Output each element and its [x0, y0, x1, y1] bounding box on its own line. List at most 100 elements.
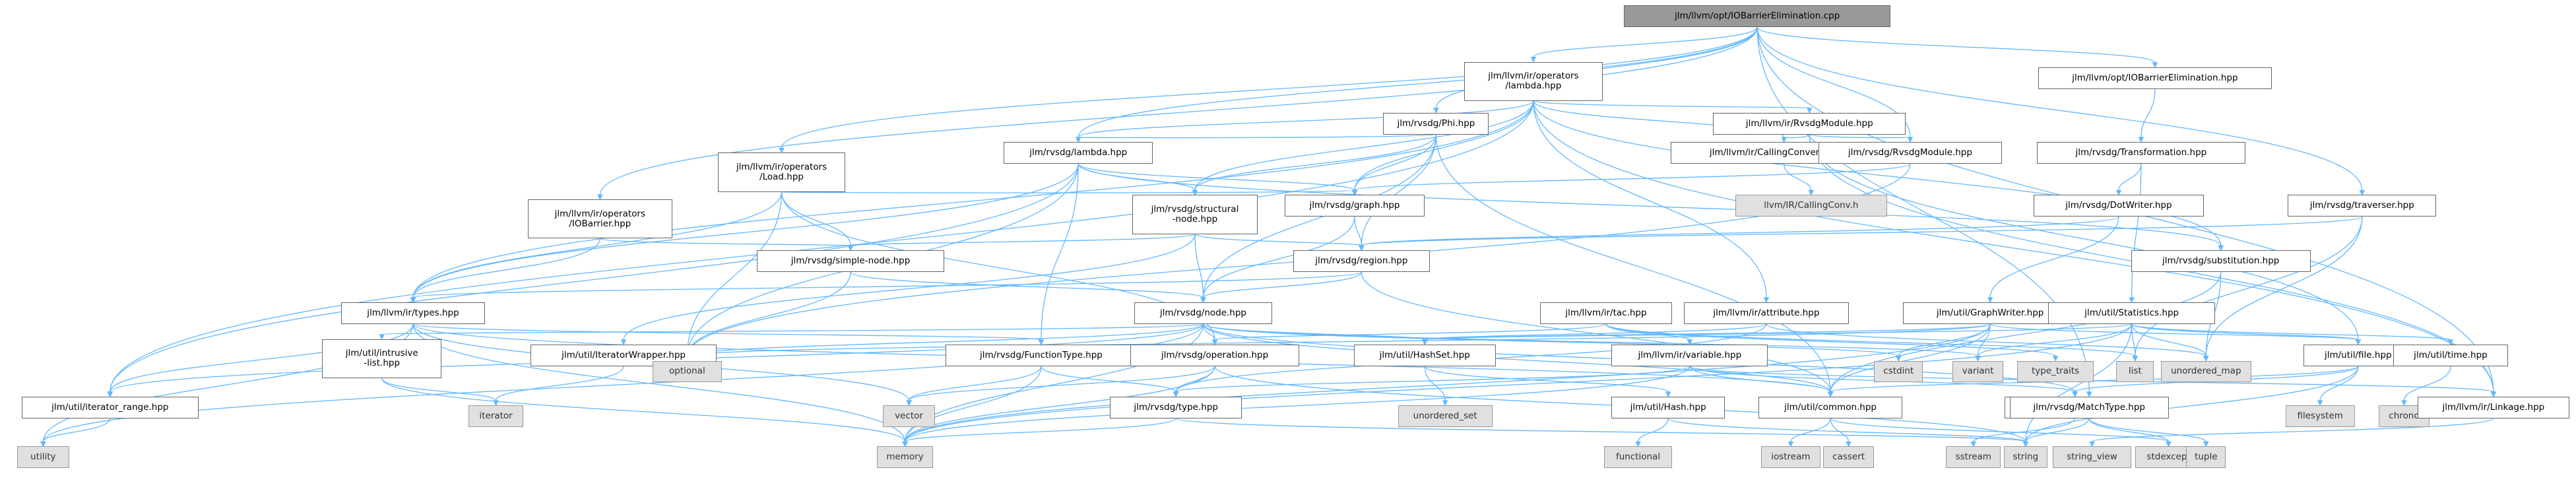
node-operation[interactable]: jlm/rvsdg/operation.hpp [1130, 344, 1300, 366]
node-hashset[interactable]: jlm/util/HashSet.hpp [1353, 344, 1496, 366]
edge-arrowhead [2218, 245, 2224, 251]
node-label: string_view [2067, 451, 2117, 463]
edge-linkage-to-string_view [2091, 417, 2494, 442]
edge-node-to-variant [1202, 323, 1979, 357]
node-simplenode[interactable]: jlm/rvsdg/simple-node.hpp [757, 250, 944, 272]
edge-structural-to-node [1194, 234, 1204, 298]
node-substitution[interactable]: jlm/rvsdg/substitution.hpp [2131, 250, 2311, 272]
edge-functiontype-to-vector [908, 366, 1042, 401]
node-iobe-hpp[interactable]: jlm/llvm/opt/IOBarrierElimination.hpp [2038, 67, 2272, 89]
edge-arrowhead [1907, 137, 1914, 143]
node-iostream: iostream [1761, 446, 1820, 469]
node-attribute[interactable]: jlm/llvm/ir/attribute.hpp [1684, 302, 1849, 324]
edge-arrowhead [2203, 356, 2209, 362]
edge-graphwriter-to-variant [1978, 323, 1991, 356]
node-region[interactable]: jlm/rvsdg/region.hpp [1293, 250, 1430, 272]
node-label: jlm/llvm/ir/operators [1488, 71, 1579, 82]
node-label: jlm/util/iterator_range.hpp [51, 401, 169, 413]
edge-region-to-types [412, 271, 1363, 298]
node-string-view: string_view [2053, 446, 2131, 469]
node-label: variant [1962, 366, 1994, 377]
node-phi[interactable]: jlm/rvsdg/Phi.hpp [1383, 112, 1489, 135]
edge-graphwriter-to-optional [686, 323, 1991, 357]
node-node[interactable]: jlm/rvsdg/node.hpp [1134, 302, 1272, 324]
node-graph[interactable]: jlm/rvsdg/graph.hpp [1284, 195, 1425, 217]
edge-arrowhead [1787, 441, 1794, 448]
node-label: jlm/rvsdg/simple-node.hpp [790, 255, 911, 267]
node-linkage[interactable]: jlm/llvm/ir/Linkage.hpp [2418, 396, 2569, 418]
node-structural[interactable]: jlm/rvsdg/structural-node.hpp [1132, 195, 1258, 234]
node-traverser[interactable]: jlm/rvsdg/traverser.hpp [2288, 195, 2437, 217]
edge-callconv-to-llvm_callconv_h [1783, 163, 1812, 191]
edge-dotwriter-to-graphwriter [1989, 217, 2119, 298]
node-dotwriter[interactable]: jlm/rvsdg/DotWriter.hpp [2033, 195, 2204, 217]
edge-arrowhead [2359, 189, 2366, 196]
node-hash[interactable]: jlm/util/Hash.hpp [1611, 396, 1725, 418]
node-root[interactable]: jlm/llvm/opt/IOBarrierElimination.cpp [1624, 5, 1891, 28]
node-label: /Load.hpp [759, 171, 804, 182]
node-variable[interactable]: jlm/llvm/ir/variable.hpp [1611, 344, 1768, 366]
edge-root-to-lambda_op [1533, 26, 1758, 58]
node-types[interactable]: jlm/llvm/ir/types.hpp [340, 302, 486, 324]
node-graphwriter[interactable]: jlm/util/GraphWriter.hpp [1903, 302, 2078, 324]
node-time[interactable]: jlm/util/time.hpp [2393, 344, 2508, 366]
edge-transformation-to-dotwriter [2118, 163, 2142, 191]
node-label: optional [668, 366, 705, 377]
edge-type-to-string [1175, 417, 2026, 442]
node-lambda-rvsdg[interactable]: jlm/rvsdg/lambda.hpp [1004, 142, 1153, 164]
edge-lambda_op-to-linkage [1533, 100, 2494, 392]
node-intrusive[interactable]: jlm/util/intrusive-list.hpp [322, 339, 441, 378]
edge-intrusive-to-iterator [381, 378, 497, 401]
node-tac[interactable]: jlm/llvm/ir/tac.hpp [1539, 302, 1673, 324]
edge-traverser-to-list [2135, 217, 2363, 356]
edge-hashset-to-hash [1424, 366, 1669, 393]
node-sstream: sstream [1946, 446, 2001, 469]
node-matchtype[interactable]: jlm/rvsdg/MatchType.hpp [2009, 396, 2169, 418]
node-rvsdgmodule-llvm[interactable]: jlm/llvm/ir/RvsdgModule.hpp [1713, 112, 1906, 135]
node-string: string [2004, 446, 2047, 469]
edge-arrowhead [2355, 339, 2362, 346]
edge-rvsdgmodule_llvm-to-rvsdgmodule [1809, 133, 1911, 139]
edge-phi-to-lambda_rvsdg [1078, 133, 1437, 139]
edge-types-to-functiontype [412, 323, 1042, 341]
edge-arrowhead [1359, 245, 1365, 251]
edge-arrowhead [1433, 108, 1439, 114]
node-rvsdgmodule[interactable]: jlm/rvsdg/RvsdgModule.hpp [1819, 142, 2002, 164]
edge-traverser-to-region [1361, 216, 2363, 246]
node-label: jlm/rvsdg/DotWriter.hpp [2065, 200, 2172, 211]
edge-statistics-to-time [2131, 323, 2451, 341]
edge-graphwriter-to-common [1830, 323, 1991, 392]
node-type[interactable]: jlm/rvsdg/type.hpp [1109, 396, 1242, 418]
edge-arrowhead [1075, 137, 1081, 143]
edge-arrowhead [2138, 137, 2144, 143]
edge-variable-to-memory [904, 366, 1690, 442]
node-statistics[interactable]: jlm/util/Statistics.hpp [2048, 302, 2216, 324]
node-functiontype[interactable]: jlm/rvsdg/FunctionType.hpp [945, 344, 1138, 366]
edge-node-to-intrusive [381, 323, 1204, 335]
node-iobarrier[interactable]: jlm/llvm/ir/operators/IOBarrier.hpp [527, 199, 672, 239]
edge-arrowhead [1442, 400, 1448, 406]
node-transformation[interactable]: jlm/rvsdg/Transformation.hpp [2037, 142, 2245, 164]
node-iterator-range[interactable]: jlm/util/iterator_range.hpp [21, 396, 199, 418]
node-iterator: iterator [468, 405, 523, 427]
edge-arrowhead [1781, 137, 1787, 143]
edge-rvsdgmodule-to-graph [1354, 163, 1911, 191]
edge-arrowhead [1763, 297, 1770, 304]
node-load[interactable]: jlm/llvm/ir/operators/Load.hpp [717, 152, 846, 192]
node-label: jlm/util/Hash.hpp [1630, 401, 1706, 413]
edge-arrowhead [1665, 391, 1671, 397]
node-label: utility [30, 451, 56, 463]
node-common[interactable]: jlm/util/common.hpp [1758, 396, 1903, 418]
edge-substitution-to-common [1830, 271, 2222, 392]
edge-arrowhead [2166, 441, 2172, 448]
edge-graph-to-region [1354, 217, 1363, 246]
node-label: jlm/rvsdg/MatchType.hpp [2033, 401, 2145, 413]
node-label: jlm/llvm/ir/attribute.hpp [1713, 307, 1820, 318]
node-label: jlm/llvm/ir/Linkage.hpp [2442, 401, 2545, 413]
node-label: cstdint [1883, 366, 1914, 377]
node-label: jlm/rvsdg/FunctionType.hpp [979, 349, 1103, 360]
node-lambda-op[interactable]: jlm/llvm/ir/operators/lambda.hpp [1464, 61, 1603, 101]
edge-structural-to-simplenode [850, 233, 1196, 246]
node-label: jlm/rvsdg/traverser.hpp [2309, 200, 2414, 211]
edge-simplenode-to-optional [686, 271, 851, 356]
